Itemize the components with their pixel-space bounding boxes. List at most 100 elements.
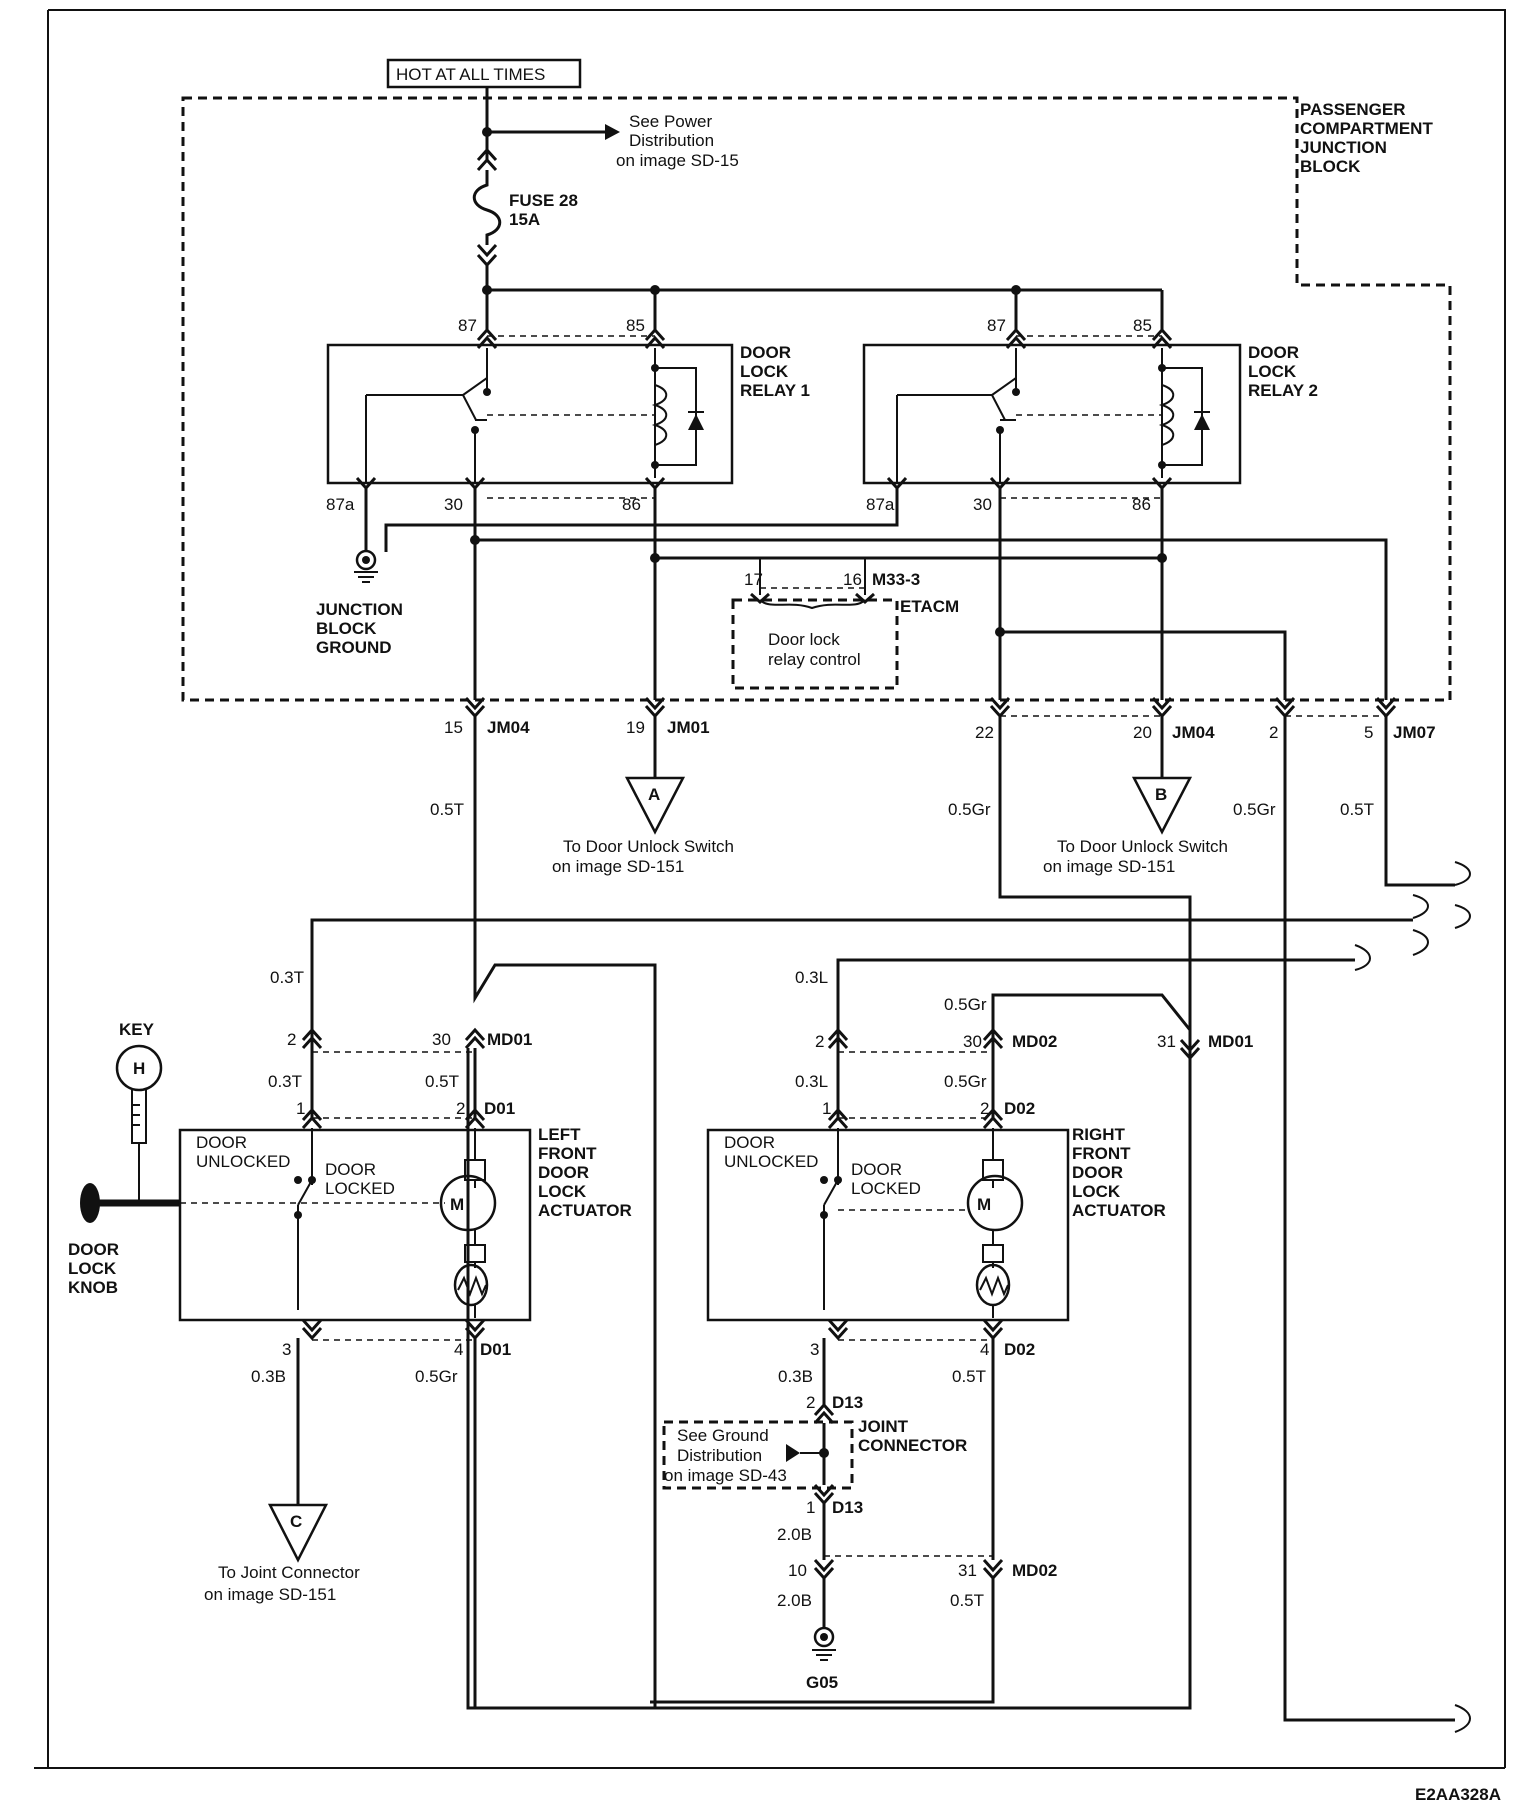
ref-a-triangle [624,776,686,835]
left-actuator-line3: DOOR [538,1163,589,1182]
ref-c-line2: on image SD-151 [204,1585,336,1604]
relay2-pin-87a: 87a [866,495,895,514]
key-blade [131,1090,147,1200]
relay1-label-line3: RELAY 1 [740,381,810,400]
jm04-left-name: JM04 [487,718,530,737]
md02-pin-a: 2 [815,1032,824,1051]
junction-block-ground-icon [355,549,377,571]
ground-bars [812,1649,836,1661]
wire-05t-right-bottom: 0.5T [952,1367,986,1386]
fuse-rating: 15A [509,210,540,229]
figure-id: E2AA328A [1415,1785,1501,1804]
wire-05t-right: 0.5T [1340,800,1374,819]
md01-right-pin: 31 [1157,1032,1176,1051]
ground-ref-line3: on image SD-43 [664,1466,787,1485]
wire-03b-left: 0.3B [251,1367,286,1386]
wire-jm07-5 [1384,716,1455,887]
wire-05t-b: 0.5T [425,1072,459,1091]
md01-left-pin-a: 2 [287,1030,296,1049]
relay1-pin-85: 85 [626,316,645,335]
md02-name: MD02 [1012,1032,1057,1051]
relay1-pin-87: 87 [458,316,477,335]
wire-05gr-a: 0.5Gr [944,995,987,1014]
jb-ground-line2: BLOCK [316,619,377,638]
md01-left-pin-b: 30 [432,1030,451,1049]
ground-ref-line2: Distribution [677,1446,762,1465]
right-unlocked-2: UNLOCKED [724,1152,818,1171]
page-frame [34,9,1506,1769]
splice-dot [650,285,660,295]
knob-line2: LOCK [68,1259,117,1278]
ground-bars [354,571,378,583]
wire-20b-b: 2.0B [777,1591,812,1610]
power-ref-line1: See Power [629,112,712,131]
wire-break-marks [1354,861,1471,1733]
relay1-86-control-wire [653,488,1164,700]
junction-block-line1: PASSENGER [1300,100,1406,119]
relay2-pin-85: 85 [1133,316,1152,335]
relay-supply-bus [485,265,1164,330]
relay1-pin-87a: 87a [326,495,355,514]
fuse-name: FUSE 28 [509,191,578,210]
ref-c-letter: C [290,1512,302,1531]
left-actuator-line5: ACTUATOR [538,1201,632,1220]
relay1-pin-86: 86 [622,495,641,514]
junction-block-border [181,96,1452,702]
relay-87a-ground-wire [364,488,899,552]
d13-top-name: D13 [832,1393,863,1412]
left-unlocked-2: UNLOCKED [196,1152,290,1171]
arrow-right-icon [605,124,620,140]
wire-03t-a: 0.3T [270,968,304,987]
d01-top-pin-b: 2 [456,1099,465,1118]
etacm-pin-17: 17 [744,570,763,589]
etacm-text1: Door lock [768,630,840,649]
ground-ref-box [662,1420,854,1490]
relay1-30-output-wire [473,488,1388,700]
ref-a-letter: A [648,785,660,804]
d02-top-pin-a: 1 [822,1099,831,1118]
d-top-connectors [301,1107,1004,1130]
wire-right-03l [836,958,1355,1048]
junction-block-line3: JUNCTION [1300,138,1387,157]
d13-bottom-name: D13 [832,1498,863,1517]
arrow-right-icon [786,1444,800,1462]
splice-dot [650,553,660,563]
left-actuator-line2: FRONT [538,1144,597,1163]
ref-b-line2: on image SD-151 [1043,857,1175,876]
left-front-door-lock-actuator [178,1128,532,1322]
relay2-pin-87: 87 [987,316,1006,335]
splice-dot [1157,553,1167,563]
d01-bottom-pin-b: 4 [454,1340,463,1359]
ground-ref-line1: See Ground [677,1426,769,1445]
jm01-name: JM01 [667,718,710,737]
right-actuator-line5: ACTUATOR [1072,1201,1166,1220]
hot-at-all-times-label: HOT AT ALL TIMES [396,65,545,84]
wire-left-03t [310,918,1413,1048]
relay2-pin-30: 30 [973,495,992,514]
wire-md-to-actuators [310,1048,995,1120]
left-actuator-line1: LEFT [538,1125,581,1144]
relay2-label-line2: LOCK [1248,362,1297,381]
knob-line3: KNOB [68,1278,118,1297]
wire-03l-b: 0.3L [795,1072,828,1091]
power-ref-line3: on image SD-15 [616,151,739,170]
md01-left-name: MD01 [487,1030,532,1049]
etacm-pins [759,558,866,610]
d01-top-pin-a: 1 [296,1099,305,1118]
relay2-label-line1: DOOR [1248,343,1299,362]
ref-a-line1: To Door Unlock Switch [563,837,734,856]
md01-right-name: MD01 [1208,1032,1253,1051]
relay1-label-line1: DOOR [740,343,791,362]
wire-right-05gr [991,993,1192,1048]
right-locked-1: DOOR [851,1160,902,1179]
wire-05t-left: 0.5T [430,800,464,819]
wire-03t-b: 0.3T [268,1072,302,1091]
door-lock-relay-1 [326,327,734,499]
jm07-name: JM07 [1393,723,1436,742]
hot-at-all-times-box [386,58,582,89]
g05-label: G05 [806,1673,838,1692]
key-letter: H [133,1059,145,1078]
jm04-right-pin-a: 22 [975,723,994,742]
wire-05t-md02: 0.5T [950,1591,984,1610]
